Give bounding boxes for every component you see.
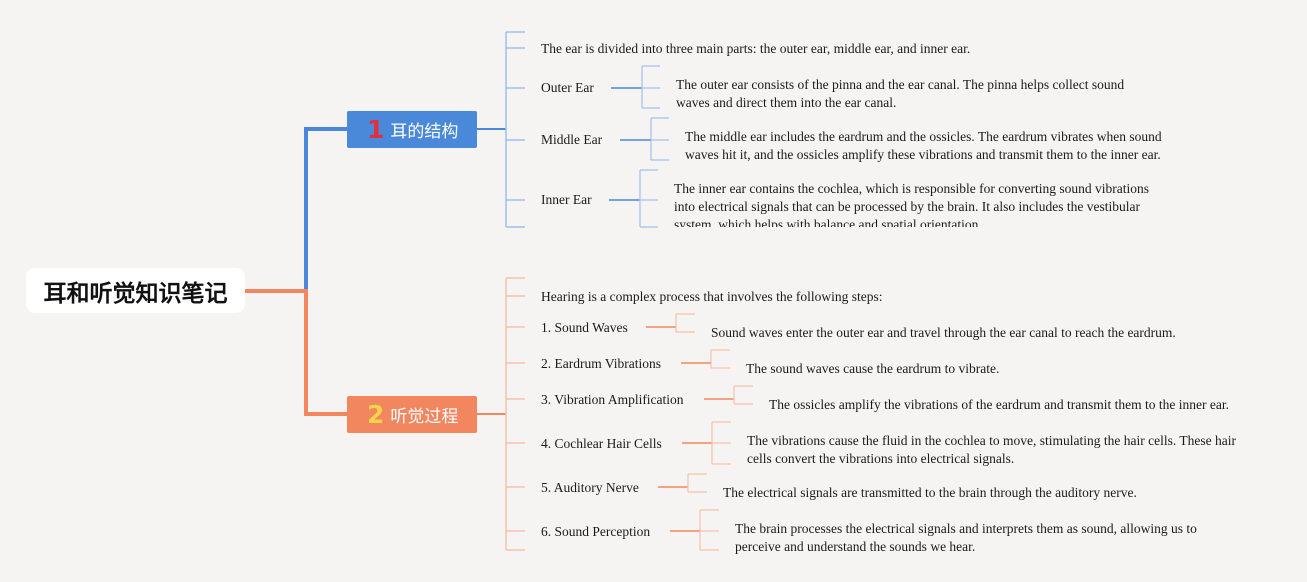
detail-sound-perception[interactable]: The brain processes the electrical signa… [735, 521, 1197, 554]
topic-inner-ear[interactable]: Inner Ear [541, 192, 592, 207]
detail-inner-ear[interactable]: The inner ear contains the cochlea, whic… [674, 181, 1149, 227]
branch-ear-structure[interactable]: 1 耳的结构 [347, 111, 477, 148]
topic-vibration-amplification[interactable]: 3. Vibration Amplification [541, 392, 684, 407]
detail-sound-waves[interactable]: Sound waves enter the outer ear and trav… [711, 325, 1176, 340]
topic-auditory-nerve[interactable]: 5. Auditory Nerve [541, 480, 639, 495]
root-topic[interactable]: 耳和听觉知识笔记 [26, 268, 245, 313]
topic-cochlear-hair-cells[interactable]: 4. Cochlear Hair Cells [541, 436, 662, 451]
detail-eardrum-vibrations[interactable]: The sound waves cause the eardrum to vib… [746, 361, 1000, 376]
detail-cochlear-hair-cells[interactable]: The vibrations cause the fluid in the co… [747, 433, 1236, 466]
root-title: 耳和听觉知识笔记 [43, 280, 228, 307]
detail-middle-ear[interactable]: The middle ear includes the eardrum and … [685, 129, 1162, 162]
detail-auditory-nerve[interactable]: The electrical signals are transmitted t… [723, 485, 1137, 500]
branch-intro[interactable]: Hearing is a complex process that involv… [541, 289, 883, 304]
branch-intro[interactable]: The ear is divided into three main parts… [541, 41, 971, 56]
topic-sound-waves[interactable]: 1. Sound Waves [541, 320, 628, 335]
topic-middle-ear[interactable]: Middle Ear [541, 132, 603, 147]
branch-hearing-process[interactable]: 2 听觉过程 [347, 396, 477, 433]
branch-number: 2 [367, 400, 385, 429]
branch-label: 听觉过程 [390, 407, 459, 427]
branch-label: 耳的结构 [390, 122, 459, 142]
topic-sound-perception[interactable]: 6. Sound Perception [541, 524, 651, 539]
detail-outer-ear[interactable]: The outer ear consists of the pinna and … [676, 77, 1125, 110]
topic-outer-ear[interactable]: Outer Ear [541, 80, 594, 95]
topic-eardrum-vibrations[interactable]: 2. Eardrum Vibrations [541, 356, 662, 371]
detail-vibration-amplification[interactable]: The ossicles amplify the vibrations of t… [769, 397, 1229, 412]
branch-number: 1 [367, 115, 385, 144]
